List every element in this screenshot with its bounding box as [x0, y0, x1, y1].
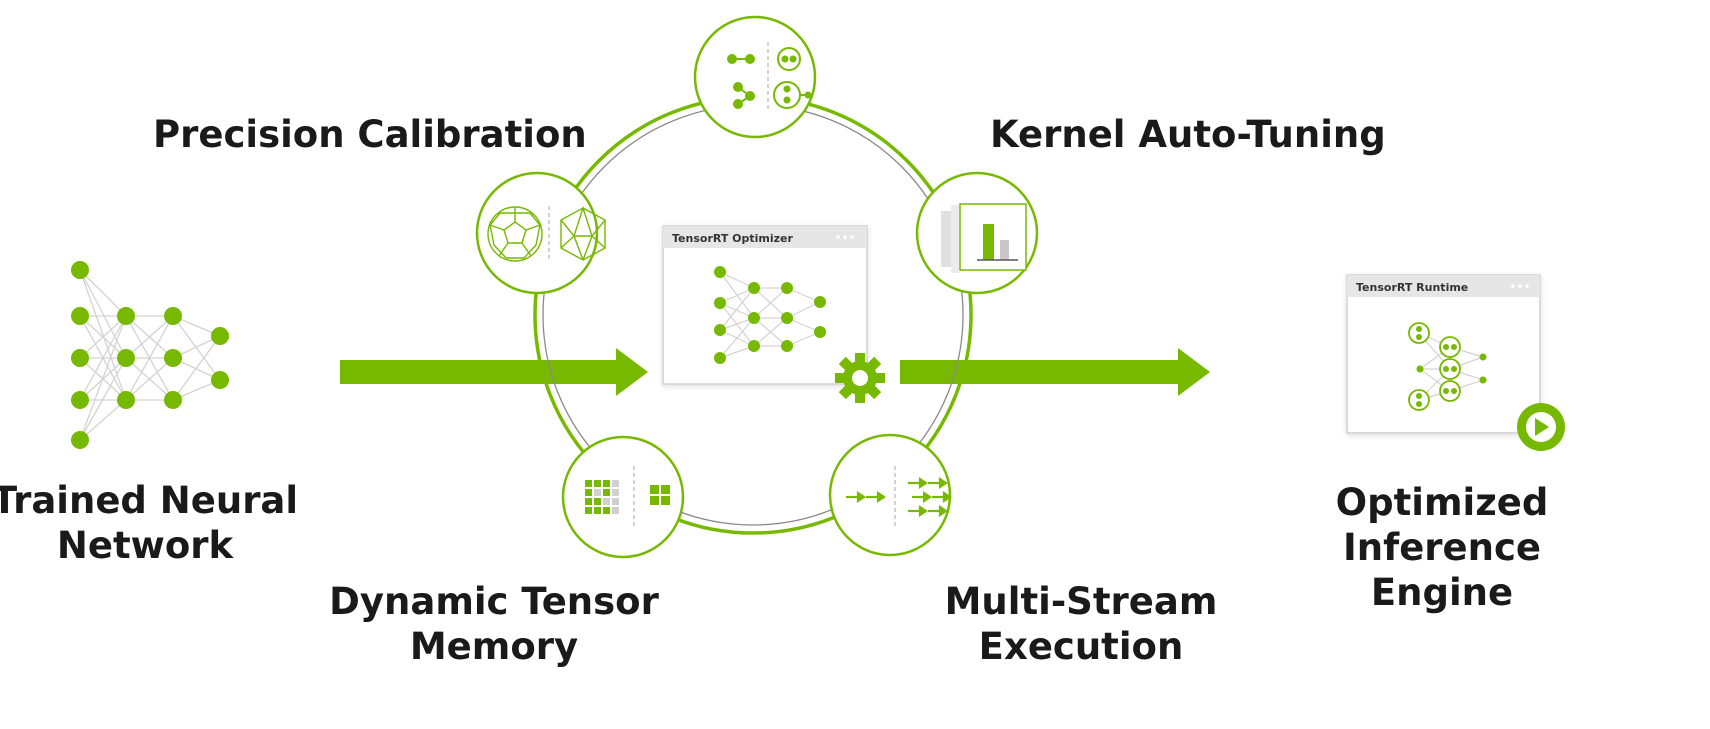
optimizer-window-title: TensorRT Optimizer: [672, 232, 794, 245]
gear-icon: [835, 353, 885, 403]
trained-network-graph: [71, 261, 229, 449]
bar-chart-icon: [915, 171, 1039, 295]
label-optimized-inference-engine: Optimized Inference Engine: [1336, 480, 1549, 615]
label-optimized-line2: Inference: [1342, 526, 1542, 569]
runtime-window-title: TensorRT Runtime: [1356, 281, 1468, 294]
optimizer-window: [662, 225, 868, 385]
label-kernel-auto-tuning: Kernel Auto-Tuning: [990, 113, 1386, 156]
stream-arrows-icon: [828, 433, 952, 557]
label-optimized-line3: Engine: [1370, 571, 1514, 614]
label-trained-line1: Trained Neural: [0, 479, 299, 522]
arrow-to-optimizer: [340, 348, 648, 396]
label-multi-stream-execution: Multi-Stream Execution: [945, 579, 1218, 669]
label-precision-calibration: Precision Calibration: [153, 113, 587, 156]
label-dynamic-tensor-memory: Dynamic Tensor Memory: [329, 579, 659, 669]
optimizer-network-graph: [714, 266, 826, 364]
label-memory-line1: Dynamic Tensor: [329, 580, 659, 623]
arrow-to-runtime: [900, 348, 1210, 396]
label-multistream-line1: Multi-Stream: [944, 580, 1218, 623]
runtime-window-menu: •••: [1509, 280, 1530, 294]
layer-fusion-icon: [693, 15, 817, 139]
optimizer-window-menu: •••: [834, 231, 855, 245]
label-trained-network: Trained Neural Network: [0, 478, 298, 568]
label-memory-line2: Memory: [409, 625, 579, 668]
polyhedra-icon: [475, 171, 606, 295]
runtime-network-graph: [1408, 322, 1487, 411]
label-trained-line2: Network: [56, 524, 234, 567]
memory-grid-icon: [561, 435, 685, 559]
label-multistream-line2: Execution: [978, 625, 1184, 668]
label-optimized-line1: Optimized: [1335, 481, 1549, 524]
runtime-window: [1346, 274, 1541, 434]
play-icon: [1517, 403, 1565, 451]
